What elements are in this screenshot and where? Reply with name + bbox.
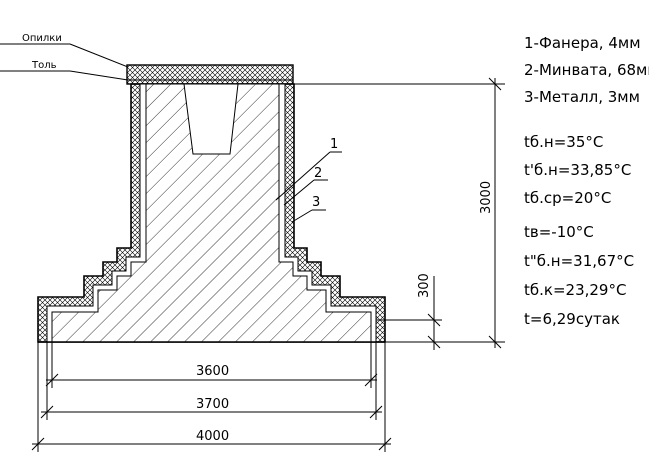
param-tbn-double-prime: t"б.н=31,67°C bbox=[524, 252, 634, 270]
dimension-4000: 4000 bbox=[31, 342, 392, 452]
param-t-duration: t=6,29сутак bbox=[524, 310, 620, 328]
param-tbk: tб.к=23,29°C bbox=[524, 281, 626, 299]
layer-leader-1: 1 bbox=[275, 137, 342, 201]
dimension-3000: 3000 bbox=[294, 77, 505, 349]
param-tbsr: tб.ср=20°C bbox=[524, 189, 611, 207]
legend-item-1: 1-Фанера, 4мм bbox=[524, 34, 641, 52]
top-recess bbox=[183, 83, 239, 155]
callout-tol: Толь bbox=[0, 60, 129, 81]
layer-number-1: 1 bbox=[330, 137, 338, 152]
temperature-params: tб.н=35°C t'б.н=33,85°C tб.ср=20°C tв=-1… bbox=[524, 133, 634, 328]
materials-legend: 1-Фанера, 4мм 2-Минвата, 68мм 3-Металл, … bbox=[524, 34, 649, 106]
layer-leader-3: 3 bbox=[291, 195, 326, 223]
dimension-300: 300 bbox=[376, 273, 442, 350]
top-cover-opilki bbox=[126, 64, 294, 85]
layer-leader-2: 2 bbox=[283, 166, 328, 206]
dimension-3000-label: 3000 bbox=[479, 181, 494, 214]
dimension-300-label: 300 bbox=[417, 273, 432, 298]
layer-number-3: 3 bbox=[312, 195, 320, 210]
param-tbn-prime: t'б.н=33,85°C bbox=[524, 161, 631, 179]
legend-item-3: 3-Металл, 3мм bbox=[524, 88, 640, 106]
param-tbn: tб.н=35°C bbox=[524, 133, 603, 151]
legend-item-2: 2-Минвата, 68мм bbox=[524, 61, 649, 79]
dimension-3700-label: 3700 bbox=[196, 397, 229, 412]
dimension-3600-label: 3600 bbox=[196, 364, 229, 379]
param-tv: tв=-10°C bbox=[524, 223, 594, 241]
callout-opilki: Опилки bbox=[0, 33, 129, 68]
callout-opilki-label: Опилки bbox=[22, 33, 62, 44]
callout-tol-label: Толь bbox=[31, 60, 57, 71]
dimension-3600: 3600 bbox=[45, 342, 378, 388]
layer-number-2: 2 bbox=[314, 166, 322, 181]
dimension-4000-label: 4000 bbox=[196, 429, 229, 444]
dimension-3700: 3700 bbox=[40, 342, 383, 420]
